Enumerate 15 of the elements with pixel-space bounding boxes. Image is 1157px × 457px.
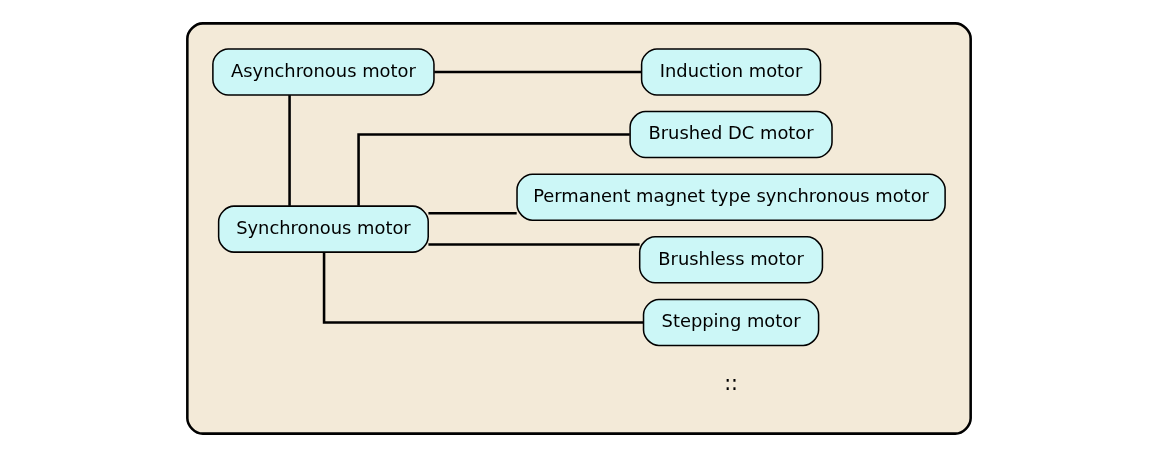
connector	[322, 252, 643, 324]
node-box: Brushed DC motor	[628, 110, 833, 159]
node-box: Brushless motor	[638, 236, 823, 284]
connector	[356, 133, 630, 206]
connector	[427, 243, 640, 246]
node-box: Asynchronous motor	[211, 48, 435, 96]
label: ::	[723, 370, 738, 395]
connector	[427, 211, 517, 215]
node-box: Synchronous motor	[217, 205, 429, 253]
cluster	[185, 22, 972, 435]
connector	[287, 95, 291, 206]
node-box: Stepping motor	[642, 298, 819, 347]
connector	[433, 70, 641, 74]
node-box: Permanent magnet type synchronous motor	[515, 173, 946, 221]
node-box: Induction motor	[640, 48, 821, 96]
